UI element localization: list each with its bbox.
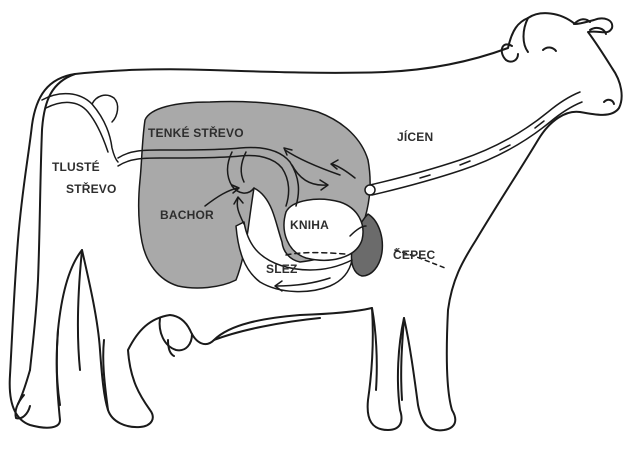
label-tenke-strevo: TENKÉ STŘEVO bbox=[148, 126, 244, 140]
cow-nostril bbox=[604, 100, 614, 104]
label-kniha: KNIHA bbox=[290, 218, 329, 232]
label-tluste-line2: STŘEVO bbox=[66, 182, 117, 196]
cow-udder bbox=[160, 318, 192, 350]
junction-node bbox=[365, 185, 375, 195]
label-bachor: BACHOR bbox=[160, 208, 214, 222]
large-intestine-tube bbox=[42, 94, 118, 162]
cow-tail bbox=[30, 74, 75, 370]
cow-ear bbox=[502, 44, 518, 61]
cow-eye bbox=[543, 47, 556, 51]
label-cepec: ČEPEC bbox=[393, 248, 435, 262]
label-slez: SLEZ bbox=[266, 262, 297, 276]
label-tluste-line1: TLUSTÉ bbox=[52, 160, 100, 174]
label-jicen: JÍCEN bbox=[397, 130, 433, 144]
